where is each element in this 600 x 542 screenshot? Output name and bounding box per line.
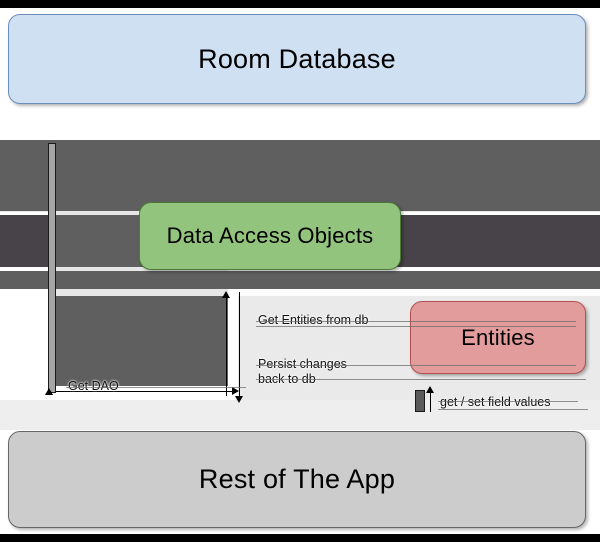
bottom-edge-strip <box>0 534 600 542</box>
participant-entities-label: Entities <box>461 324 535 350</box>
arrow-head-get-dao <box>232 387 239 395</box>
artifact-strike-5 <box>256 379 586 380</box>
artifact-strike-4 <box>256 365 576 366</box>
light-panel-bottom <box>0 400 600 430</box>
top-edge-strip <box>0 0 600 8</box>
activation-bar-room <box>48 143 56 393</box>
participant-rest-of-the-app-label: Rest of The App <box>198 464 396 494</box>
arrow-head-persist-changes <box>235 396 243 403</box>
streak-3 <box>0 289 600 296</box>
arrow-line-get-entities <box>226 296 227 396</box>
gray-column-left <box>0 140 48 212</box>
participant-room-database[interactable]: Room Database <box>8 14 586 104</box>
arrow-line-get-dao <box>56 391 234 392</box>
artifact-strike-1 <box>66 387 246 388</box>
arrow-line-get-set-fields <box>430 390 431 412</box>
participant-data-access-objects[interactable]: Data Access Objects <box>139 202 401 270</box>
participant-rest-of-the-app[interactable]: Rest of The App <box>8 431 586 528</box>
participant-data-access-objects-label: Data Access Objects <box>166 223 374 248</box>
participant-room-database-label: Room Database <box>198 43 396 74</box>
message-label-persist-changes: Persist changes back to db <box>258 357 347 386</box>
artifact-strike-7 <box>438 409 588 410</box>
streak-5 <box>0 386 238 400</box>
artifact-strike-6 <box>438 401 578 402</box>
streak-4 <box>0 300 56 386</box>
message-label-get-entities: Get Entities from db <box>258 313 369 327</box>
artifact-strike-3 <box>256 326 576 327</box>
artifact-strike-2 <box>256 321 576 322</box>
arrow-head-get-set-fields <box>426 386 434 393</box>
message-label-get-dao: Get DAO <box>68 379 119 393</box>
arrow-tail-get-dao <box>45 388 53 395</box>
streak-6 <box>0 330 48 338</box>
participant-entities[interactable]: Entities <box>410 301 586 374</box>
arrow-head-get-entities <box>222 291 230 298</box>
message-label-get-set-fields: get / set field values <box>440 395 551 409</box>
arrow-line-persist-changes <box>239 292 240 398</box>
activation-bar-entities <box>415 390 425 412</box>
